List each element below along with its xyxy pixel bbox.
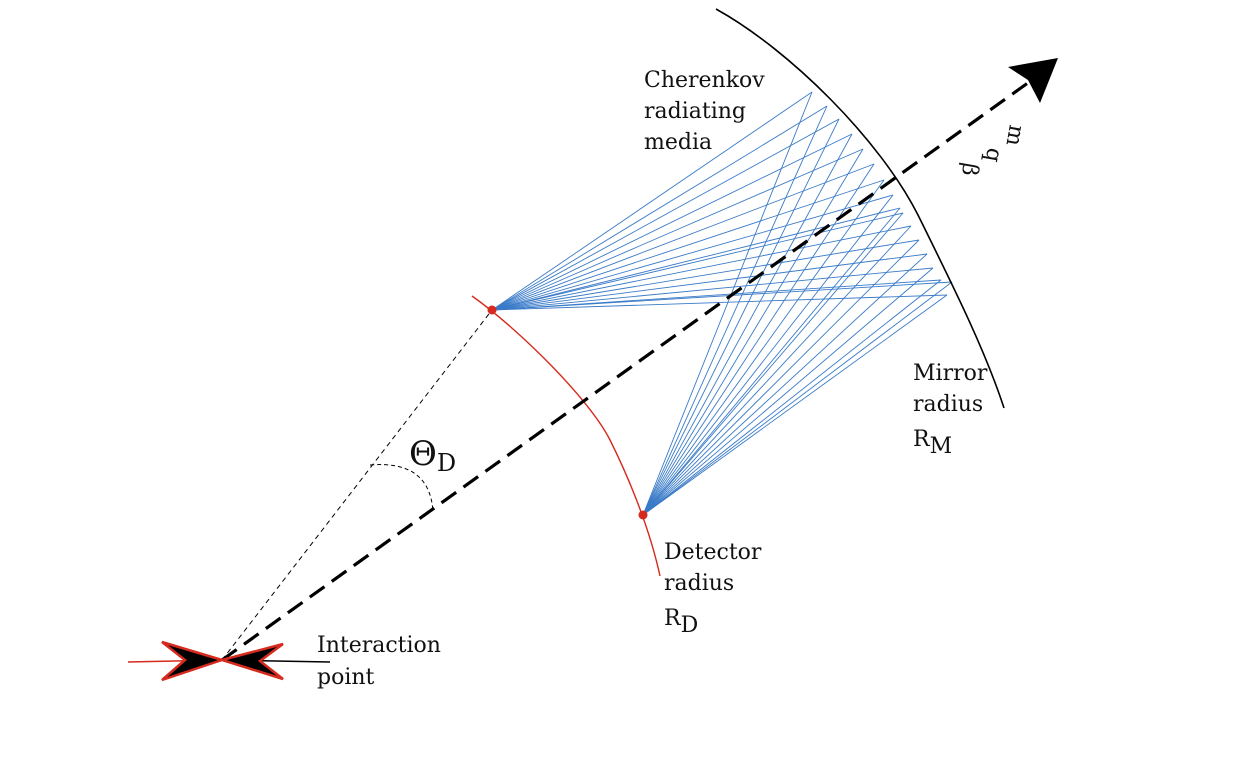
ray-to-upper: [491, 163, 875, 311]
detector-arc: [471, 295, 661, 577]
ray-to-lower: [642, 239, 920, 516]
ray-to-lower: [642, 225, 912, 516]
ray-to-lower: [642, 148, 864, 516]
mirror-arc: [715, 8, 1005, 409]
charge-symbol: q: [980, 146, 1007, 164]
ray-to-upper: [491, 267, 934, 311]
theta-angle-arc: [369, 464, 434, 513]
detector-point-lower: [638, 510, 648, 520]
detector-radius-symbol: RD: [664, 606, 698, 638]
theta-d-label: ΘD: [409, 434, 456, 477]
mirror-radius-symbol: RM: [913, 427, 952, 459]
charge-symbol-group: q: [980, 146, 1007, 164]
ray-to-upper: [491, 207, 901, 311]
beta-symbol: β: [956, 161, 983, 178]
particle-axis: [221, 78, 1033, 662]
mass-symbol: m: [1000, 123, 1028, 148]
ray-to-lower: [642, 133, 853, 516]
ray-to-lower: [642, 294, 948, 516]
ray-to-lower: [642, 105, 828, 516]
ray-to-lower: [642, 194, 894, 516]
ray-to-lower: [642, 267, 934, 516]
ray-to-lower: [642, 212, 904, 516]
ray-to-lower: [642, 163, 875, 516]
beta-symbol-group: β: [956, 161, 983, 178]
ray-to-upper: [491, 239, 920, 311]
ray-to-upper: [491, 105, 828, 311]
ray-to-upper: [491, 194, 894, 311]
ray-to-lower: [642, 179, 885, 516]
ray-to-upper: [491, 253, 928, 311]
interaction-label: Interaction point: [317, 633, 448, 690]
ray-to-upper: [491, 294, 948, 311]
ray-to-lower: [642, 118, 840, 516]
ray-to-upper: [491, 179, 885, 311]
mirror-label: Mirror radius: [913, 361, 994, 417]
ray-to-upper: [491, 148, 864, 311]
ray-to-upper: [491, 118, 840, 311]
detector-point-upper: [487, 305, 497, 315]
particle-arrow-head-icon: [1008, 58, 1058, 103]
beam-parameters: m: [1000, 123, 1028, 148]
ray-to-lower: [642, 281, 953, 516]
ray-to-upper: [491, 91, 813, 311]
ray-to-upper: [491, 212, 904, 311]
interaction-point-icon: [127, 640, 331, 682]
ray-to-upper: [491, 133, 853, 311]
ray-to-lower: [642, 91, 813, 516]
cherenkov-rays: [491, 91, 953, 516]
ray-to-lower: [642, 207, 901, 516]
ray-to-lower: [642, 253, 928, 516]
ray-to-upper: [491, 281, 953, 311]
cherenkov-label: Cherenkov radiating media: [644, 68, 772, 155]
ray-to-lower: [642, 279, 942, 516]
detector-label: Detector radius: [664, 540, 768, 596]
detector-edge-line: [221, 309, 493, 661]
ray-to-upper: [491, 225, 912, 311]
